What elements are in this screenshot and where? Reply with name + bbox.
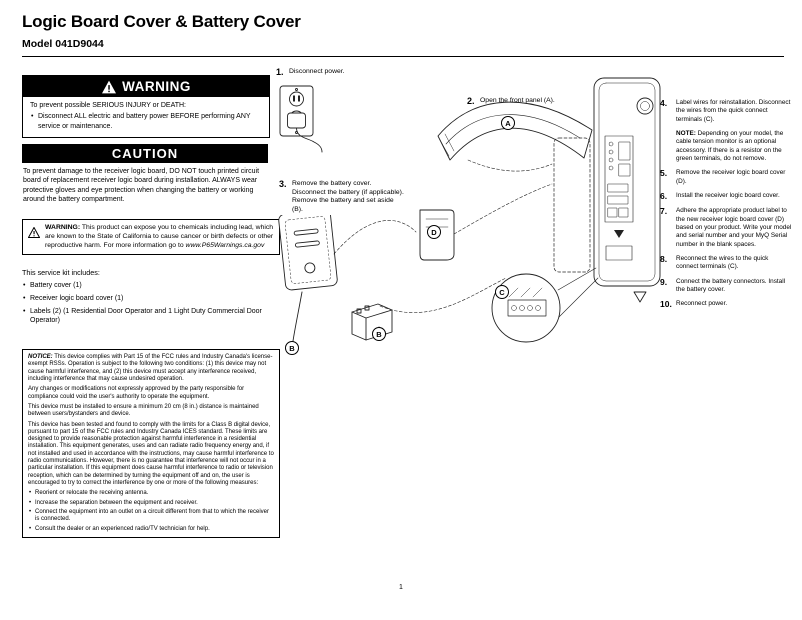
step-number: 3.: [279, 179, 287, 189]
step-text: Open the front panel (A).: [480, 97, 555, 104]
model-number: Model 041D9044: [22, 38, 104, 50]
label-b-callout: B: [372, 327, 386, 341]
caution-body: To prevent damage to the receiver logic …: [23, 168, 260, 204]
outlet-plug-illustration: [279, 85, 323, 153]
step-number: 1.: [276, 67, 284, 77]
prop65-text: WARNING: This product can expose you to …: [45, 224, 274, 250]
step-text: Disconnect power.: [289, 68, 345, 75]
step-2: 2. Open the front panel (A).: [467, 96, 617, 107]
notice-paragraph-4: This device has been tested and found to…: [28, 421, 274, 487]
step-text: Adhere the appropriate product label to …: [676, 207, 792, 248]
service-kit-item: Battery cover (1): [22, 281, 268, 290]
service-kit-item: Receiver logic board cover (1): [22, 294, 268, 303]
front-panel-illustration: [437, 101, 593, 161]
step-number: 10.: [660, 299, 672, 310]
step-number: 6.: [660, 190, 668, 201]
step-text: Connect the battery connectors. Install …: [676, 277, 786, 293]
instruction-illustration: [278, 77, 661, 343]
step-number: 4.: [660, 98, 668, 108]
label-a-callout: A: [501, 116, 515, 130]
terminal-callout-illustration: [491, 267, 599, 343]
step-number: 2.: [467, 96, 475, 106]
notice-label: NOTICE:: [28, 354, 53, 360]
label-d-callout: D: [427, 225, 441, 239]
step-5: 5. Remove the receiver logic board cover…: [660, 168, 792, 186]
warning-triangle-icon: [101, 80, 117, 94]
step-4: 4. Label wires for reinstallation. Disco…: [660, 98, 792, 124]
step-text: Label wires for reinstallation. Disconne…: [676, 99, 791, 123]
step-1: 1. Disconnect power.: [276, 67, 396, 78]
notice-bullet: Increase the separation between the equi…: [28, 500, 274, 508]
step-number: 9.: [660, 276, 668, 287]
service-kit-item: Labels (2) (1 Residential Door Operator …: [22, 307, 268, 325]
prop65-body: This product can expose you to chemicals…: [45, 224, 274, 249]
main-unit-illustration: [593, 77, 661, 287]
step-number: 8.: [660, 253, 668, 264]
assembly-dashed-lines: [333, 159, 553, 313]
notice-paragraph-1-text: This device complies with Part 15 of the…: [28, 354, 273, 382]
steps-right-column: 4. Label wires for reinstallation. Disco…: [660, 98, 792, 316]
notice-paragraph-1: NOTICE: This device complies with Part 1…: [28, 354, 274, 383]
notice-bullet: Reorient or relocate the receiving anten…: [28, 490, 274, 498]
header-divider: [22, 56, 784, 57]
caution-header: CAUTION: [22, 144, 268, 163]
warning-box: WARNING To prevent possible SERIOUS INJU…: [22, 75, 270, 139]
step-8: 8. Reconnect the wires to the quick conn…: [660, 253, 792, 272]
step-9: 9. Connect the battery connectors. Insta…: [660, 276, 792, 295]
notice-bullet: Connect the equipment into an outlet on …: [28, 509, 274, 524]
notice-paragraph-2: Any changes or modifications not express…: [28, 386, 245, 400]
warning-heading-label: WARNING: [122, 79, 191, 94]
service-kit-section: This service kit includes: Battery cover…: [22, 268, 268, 325]
cover-position-outline: [553, 137, 591, 273]
note-text: Depending on your model, the cable tensi…: [676, 129, 784, 162]
prop65-label: WARNING:: [45, 224, 81, 231]
warning-intro: To prevent possible SERIOUS INJURY or DE…: [30, 102, 186, 109]
service-kit-heading: This service kit includes:: [22, 268, 100, 277]
label-b-callout: B: [285, 341, 299, 355]
notice-bullet: Consult the dealer or an experienced rad…: [28, 526, 274, 534]
step-6: 6. Install the receiver logic board cove…: [660, 190, 792, 201]
step-3: 3. Remove the battery cover. Disconnect …: [279, 179, 405, 215]
caution-box: CAUTION To prevent damage to the receive…: [22, 144, 268, 205]
step-text: Remove the battery cover. Disconnect the…: [292, 180, 404, 214]
step-text: Remove the receiver logic board cover (D…: [676, 169, 786, 185]
note-label: NOTE:: [676, 129, 696, 137]
down-arrow-marker: [633, 291, 647, 303]
page-title: Logic Board Cover & Battery Cover: [22, 12, 301, 31]
battery-cover-illustration: [278, 209, 338, 291]
warning-header: WARNING: [23, 76, 269, 97]
caution-heading-label: CAUTION: [111, 146, 179, 161]
prop65-warning-icon: [27, 225, 41, 250]
step-text: Reconnect the wires to the quick connect…: [676, 254, 769, 271]
step-4-note: NOTE: Depending on your model, the cable…: [676, 130, 792, 163]
fcc-notice-box: NOTICE: This device complies with Part 1…: [22, 349, 280, 538]
step-number: 5.: [660, 168, 668, 179]
leader-to-b1: [292, 291, 303, 342]
warning-bullet: Disconnect ALL electric and battery powe…: [30, 112, 262, 131]
step-text: Reconnect power.: [676, 300, 728, 308]
label-c-callout: C: [495, 285, 509, 299]
page-number: 1: [399, 584, 403, 591]
step-text: Install the receiver logic board cover.: [676, 191, 780, 199]
step-10: 10. Reconnect power.: [660, 299, 792, 310]
notice-paragraph-3: This device must be installed to ensure …: [28, 403, 259, 418]
prop65-link: www.P65Warnings.ca.gov: [185, 241, 265, 249]
step-number: 7.: [660, 206, 668, 217]
step-7: 7. Adhere the appropriate product label …: [660, 206, 792, 249]
prop65-box: WARNING: This product can expose you to …: [22, 219, 280, 256]
